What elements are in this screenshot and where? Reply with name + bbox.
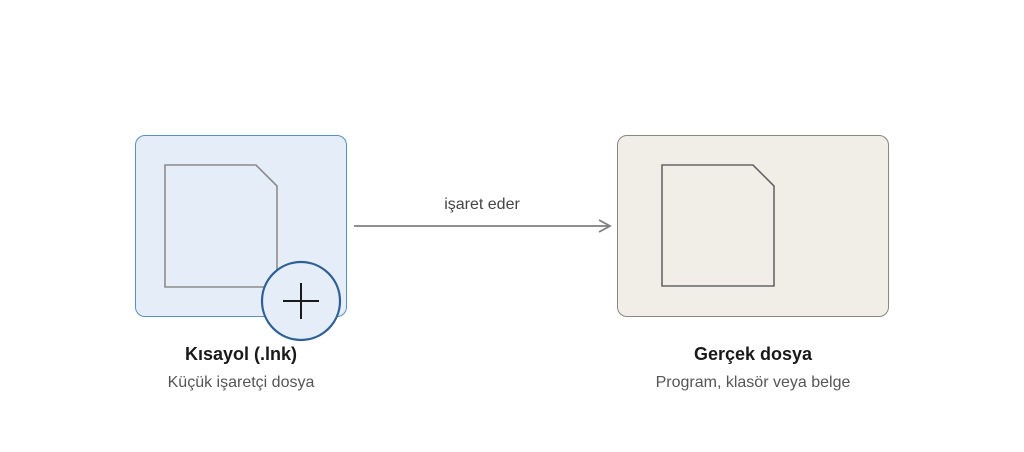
real-file-icon [661, 164, 775, 287]
shortcut-subtitle: Küçük işaretçi dosya [167, 374, 315, 391]
real-file-title: Gerçek dosya [693, 344, 813, 364]
arrow-label: işaret eder [444, 196, 520, 213]
real-file-subtitle: Program, klasör veya belge [655, 374, 851, 391]
shortcut-file-icon [164, 164, 278, 288]
shortcut-title: Kısayol (.lnk) [184, 344, 298, 364]
shortcut-badge-icon [260, 260, 342, 342]
